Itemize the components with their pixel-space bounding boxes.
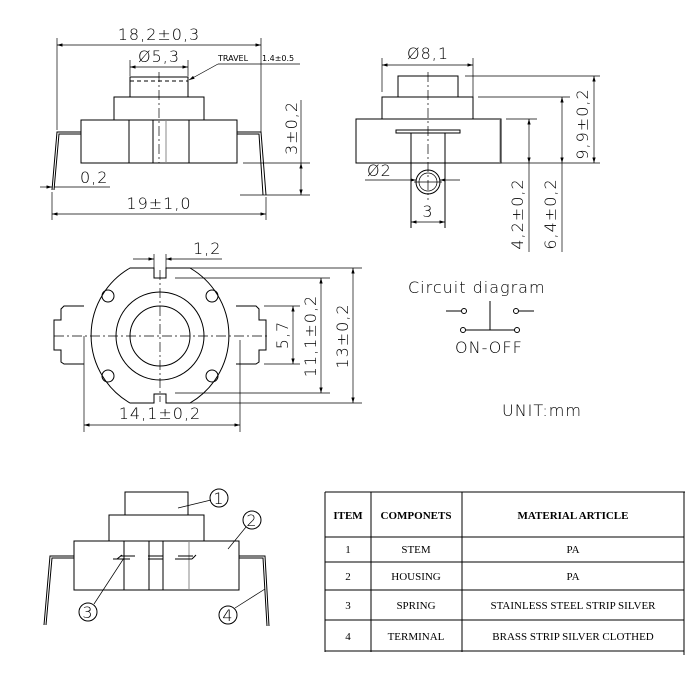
- table-row: 2 HOUSING PA: [345, 571, 579, 583]
- component-view: 1 2 3 4: [43, 488, 270, 627]
- table-cell: STEM: [401, 544, 431, 556]
- left-terminal: [51, 131, 81, 191]
- housing-part: [73, 540, 240, 591]
- side-view: Ø8,1 Ø2 3 4,2±0,2 6,4±0,2 9,9±0,2: [355, 44, 600, 252]
- table-cell: HOUSING: [391, 571, 441, 583]
- dimension-body-height-label: 4,2±0,2: [508, 178, 527, 249]
- balloon-4-label: 4: [222, 606, 233, 625]
- front-view: 18,2±0,3 Ø5,3 TRAVEL 1.4±0.5 0,2 19±1,0 …: [40, 25, 310, 220]
- dimension-overall-width-label: 18,2±0,3: [118, 25, 200, 44]
- balloon-1: [209, 488, 229, 508]
- dimension-notch-width-label: 1,2: [193, 239, 221, 258]
- circuit-diagram: Circuit diagram ON-OFF UNIT:mm: [408, 278, 582, 420]
- table-row: 4 TERMINAL BRASS STRIP SILVER CLOTHED: [345, 631, 654, 643]
- table-cell: TERMINAL: [388, 631, 445, 643]
- balloon-2: [242, 510, 262, 530]
- circuit-title: Circuit diagram: [408, 278, 546, 297]
- table-cell: 2: [345, 571, 351, 583]
- table-header-item: ITEM: [333, 510, 363, 522]
- left-tab: [53, 305, 84, 365]
- dimension-tab-width-label: 5,7: [273, 321, 292, 349]
- dimension-total-height-label: 9,9±0,2: [573, 88, 592, 159]
- circuit-mode: ON-OFF: [455, 338, 523, 357]
- top-view: 1,2 13±0,2 11,1±0,2 5,7 14,1±0,2: [53, 239, 362, 432]
- dimension-lead-height-label: 3±0,2: [282, 101, 301, 155]
- dimension-lead-width-label: 3: [422, 202, 433, 221]
- table-row: 3 SPRING STAINLESS STEEL STRIP SILVER: [345, 600, 656, 612]
- table-row: 1 STEM PA: [345, 544, 579, 556]
- dimension-outer-height-label: 13±0,2: [333, 303, 352, 368]
- dimension-stem-diameter-label: Ø5,3: [138, 47, 180, 66]
- dimension-collar-height-label: 6,4±0,2: [541, 178, 560, 249]
- table-cell: PA: [566, 571, 579, 583]
- dimension-lead-thickness-label: 0,2: [80, 168, 108, 187]
- balloon-1-label: 1: [213, 489, 224, 508]
- table-cell: BRASS STRIP SILVER CLOTHED: [492, 631, 654, 643]
- table-header-components: COMPONETS: [381, 510, 452, 522]
- right-tab: [236, 305, 267, 365]
- table-cell: SPRING: [396, 600, 435, 612]
- stem-part: [124, 491, 189, 516]
- left-terminal-part: [43, 555, 74, 626]
- travel-value: 1.4±0.5: [262, 54, 294, 63]
- dimension-hole-diameter-label: Ø2: [367, 161, 392, 180]
- table-header-material: MATERIAL ARTICLE: [518, 510, 629, 522]
- right-terminal-part: [239, 555, 270, 627]
- balloon-4: [218, 605, 238, 625]
- right-terminal: [237, 131, 267, 196]
- balloon-2-label: 2: [246, 511, 257, 530]
- dimension-inner-height-label: 11,1±0,2: [301, 295, 320, 377]
- table-cell: PA: [566, 544, 579, 556]
- travel-label: TRAVEL: [217, 54, 249, 63]
- balloon-3-label: 3: [82, 603, 93, 622]
- table-cell: 4: [345, 631, 351, 643]
- balloon-3: [78, 602, 98, 622]
- dimension-lead-span-label: 19±1,0: [126, 194, 191, 213]
- material-table: ITEM COMPONETS MATERIAL ARTICLE 1 STEM P…: [324, 491, 685, 655]
- spring-part: [113, 554, 197, 560]
- table-cell: STAINLESS STEEL STRIP SILVER: [490, 600, 656, 612]
- dimension-body-width-label: 14,1±0,2: [119, 404, 201, 423]
- table-cell: 1: [345, 544, 351, 556]
- table-cell: 3: [345, 600, 351, 612]
- unit-label: UNIT:mm: [502, 401, 582, 420]
- dimension-collar-diameter-label: Ø8,1: [407, 44, 449, 63]
